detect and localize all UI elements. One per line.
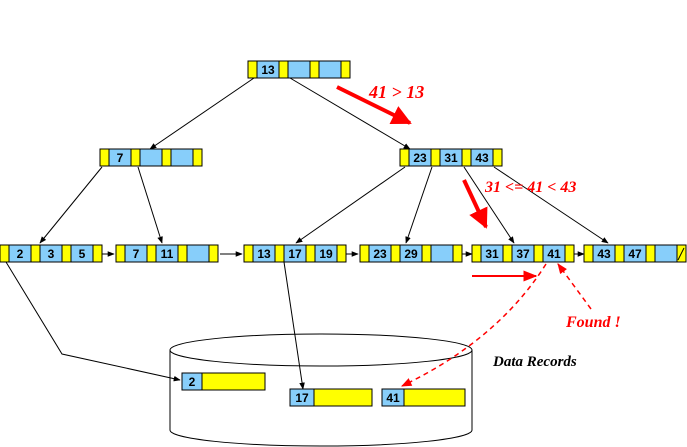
pointer-left-to-leaf2	[137, 166, 163, 244]
leaf-node: 23 29	[359, 244, 463, 263]
leaf-node: 7 11	[115, 244, 219, 263]
node-key: 19	[319, 247, 333, 261]
record-pointer-2	[5, 261, 181, 382]
disk-body	[169, 350, 473, 447]
internal-node-right: 23 31 43	[399, 148, 503, 167]
pointer-right-to-leaf6	[493, 166, 609, 244]
search-arrow-internal	[462, 179, 488, 229]
node-key: 11	[161, 247, 174, 261]
node-key: 7	[117, 151, 124, 165]
record-pointer-17	[283, 261, 305, 390]
node-key: 7	[133, 247, 140, 261]
node-key: 47	[628, 247, 642, 261]
search-path-annotations: 41 > 13 31 <= 41 < 43 Found !	[336, 82, 621, 387]
node-key: 37	[516, 247, 530, 261]
node-key: 3	[48, 247, 55, 261]
node-key: 2	[17, 247, 24, 261]
compare-internal-label: 31 <= 41 < 43	[484, 179, 576, 196]
record-2: 2	[181, 372, 266, 391]
data-records-disk: Data Records	[169, 333, 577, 447]
record-pointer-41	[401, 263, 547, 387]
node-key: 23	[373, 247, 387, 261]
node-key: 17	[288, 247, 302, 261]
node-key: 31	[444, 151, 458, 165]
record-key: 17	[295, 391, 309, 405]
pointer-right-to-leaf5	[463, 166, 515, 244]
leaf-node: 2 3 5	[0, 244, 103, 263]
node-key: 13	[261, 63, 275, 77]
leaf-node-target: 31 37 41	[471, 244, 575, 263]
found-label: Found !	[565, 314, 621, 331]
node-key: 43	[597, 247, 611, 261]
root-node: 13	[247, 60, 351, 79]
pointer-left-to-leaf1	[39, 166, 103, 244]
null-pointer-mark	[677, 247, 685, 261]
pointer-right-to-leaf3	[295, 166, 406, 244]
node-key: 13	[257, 247, 271, 261]
pointer-right-to-leaf4	[405, 166, 433, 244]
pointer-root-to-right	[289, 77, 411, 150]
disk-top	[169, 333, 473, 367]
found-pointer	[557, 263, 592, 310]
compare-root-label: 41 > 13	[368, 82, 424, 102]
node-key: 29	[404, 247, 418, 261]
node-key: 5	[79, 247, 86, 261]
record-key: 2	[189, 375, 196, 389]
tree-pointers	[5, 77, 609, 390]
leaf-node: 13 17 19	[243, 244, 347, 263]
internal-node-left: 7	[99, 148, 203, 167]
node-key: 23	[413, 151, 427, 165]
node-key: 31	[485, 247, 499, 261]
pointer-root-to-left	[149, 77, 255, 150]
leaf-node: 43 47	[583, 244, 687, 263]
node-key: 43	[475, 151, 489, 165]
node-key: 41	[547, 247, 561, 261]
data-records-label: Data Records	[492, 354, 577, 370]
record-17: 17	[289, 388, 373, 407]
search-arrow-root	[336, 85, 412, 125]
record-41: 41	[381, 388, 466, 407]
record-key: 41	[386, 391, 400, 405]
